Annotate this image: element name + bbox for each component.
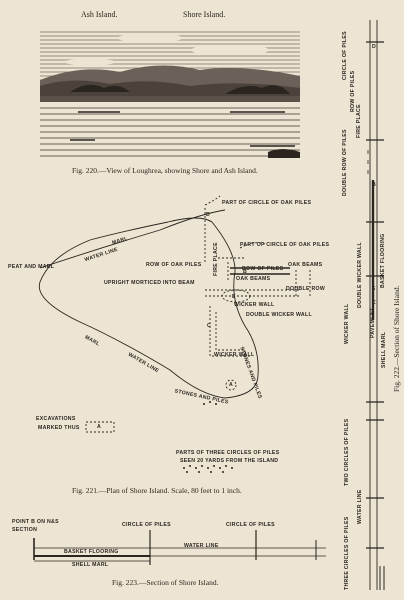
vsec-mark-b: B: [372, 182, 377, 188]
vsec-double-row: DOUBLE ROW OF PILES: [342, 129, 348, 196]
fig223-caption: Fig. 223.—Section of Shore Island.: [112, 578, 219, 587]
vsec-double-wicker: DOUBLE WICKER WALL: [357, 242, 363, 308]
water-line-label: WATER LINE: [184, 543, 219, 549]
vsec-two-circles: TWO CIRCLES OF PILES: [344, 418, 350, 486]
vsec-water-line: WATER LINE: [357, 489, 363, 524]
parts-circles-label-1: PARTS OF THREE CIRCLES OF PILES: [176, 450, 280, 456]
ash-island-label: Ash Island.: [81, 10, 118, 19]
wicker-wall-label-1: WICKER WALL: [234, 302, 275, 308]
vsec-basket-flooring: BASKET FLOORING: [380, 233, 386, 288]
part-circle-label-1: PART OF CIRCLE OF OAK PILES: [222, 200, 312, 206]
oak-beams-label-2: OAK BEAMS: [236, 276, 271, 282]
upright-label: UPRIGHT MORTICED INTO BEAM: [104, 280, 195, 286]
fig221-caption: Fig. 221.—Plan of Shore Island. Scale, 8…: [72, 486, 242, 495]
fig222-caption: Fig. 222.—Section of Shore Island.: [392, 285, 401, 392]
excavations-label: EXCAVATIONS: [36, 416, 76, 422]
shell-marl-label: SHELL MARL: [72, 562, 109, 568]
vsec-circle-of-piles: CIRCLE OF PILES: [342, 31, 348, 80]
part-circle-label-2: PART OF CIRCLE OF OAK PILES: [240, 242, 330, 248]
mark-b: B: [243, 269, 248, 275]
basket-flooring-label: BASKET FLOORING: [64, 549, 119, 555]
wicker-wall-label-2: WICKER WALL: [214, 352, 255, 358]
double-row-label: DOUBLE ROW: [286, 286, 326, 292]
row-of-piles-label: ROW OF PILES: [242, 266, 284, 272]
vsec-shell-marl: SHELL MARL: [381, 331, 387, 368]
point-b-label-1: POINT B ON N&S: [12, 519, 59, 525]
mark-a: A: [229, 382, 234, 388]
double-wicker-label: DOUBLE WICKER WALL: [246, 312, 312, 318]
fig220-caption: Fig. 220.—View of Loughrea, showing Shor…: [72, 166, 258, 175]
circle-piles-label-1: CIRCLE OF PILES: [122, 522, 171, 528]
parts-circles-label-2: SEEN 20 YARDS FROM THE ISLAND: [180, 458, 279, 464]
mark-c: C: [207, 323, 212, 329]
vsec-mark-e: E: [372, 286, 376, 292]
mark-e: E: [232, 294, 236, 300]
row-oak-piles-label: ROW OF OAK PILES: [146, 262, 202, 268]
vsec-mark-d: D: [372, 44, 377, 50]
marked-thus-label: MARKED THUS: [38, 425, 80, 431]
shore-island-label: Shore Island.: [183, 10, 226, 19]
vsec-mark-c: C: [372, 300, 377, 306]
oak-beams-label-1: OAK BEAMS: [288, 262, 323, 268]
vsec-wicker-wall: WICKER WALL: [344, 303, 350, 344]
circle-piles-label-2: CIRCLE OF PILES: [226, 522, 275, 528]
vsec-pavement: PAVEMENT: [370, 307, 376, 338]
mark-d: D: [206, 212, 211, 218]
vsec-fire-place: FIRE PLACE: [356, 104, 362, 138]
vsec-three-circles: THREE CIRCLES OF PILES: [344, 516, 350, 590]
point-b-label-2: SECTION: [12, 527, 38, 533]
excavation-mark: A: [97, 424, 102, 430]
peat-marl-label: PEAT AND MARL: [8, 264, 55, 270]
